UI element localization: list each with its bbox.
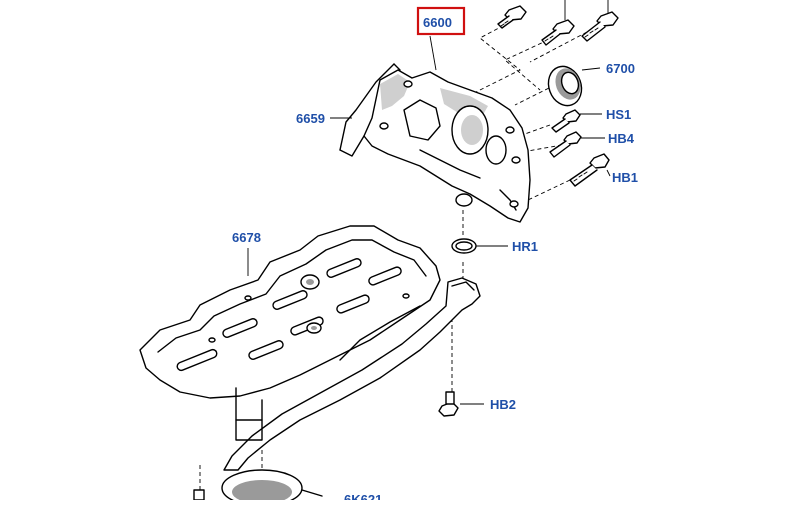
callout-6700[interactable]: 6700 (606, 61, 635, 76)
bolt-hb4 (549, 131, 605, 158)
selected-part-highlight (416, 6, 466, 36)
assembly-guide-lines (199, 21, 588, 494)
callout-hb4[interactable]: HB4 (608, 131, 635, 146)
bolt-hb2 (438, 391, 484, 417)
callout-hb1[interactable]: HB1 (612, 170, 638, 185)
callout-hs1[interactable]: HS1 (606, 107, 631, 122)
callout-6678[interactable]: 6678 (232, 230, 261, 245)
callout-hr1[interactable]: HR1 (512, 239, 538, 254)
bolt-top-right (581, 11, 619, 42)
oil-strainer (221, 469, 323, 505)
bolt-top-left (497, 5, 527, 29)
oil-pan-baffle (139, 225, 441, 399)
bolt-bottom-left (193, 489, 205, 501)
callout-6659[interactable]: 6659 (296, 111, 325, 126)
oil-pickup-tube (223, 277, 481, 471)
bolt-top-middle (541, 19, 575, 46)
bolt-hb1 (569, 153, 611, 187)
oil-pump-body (363, 35, 531, 223)
callout-hb2[interactable]: HB2 (490, 397, 516, 412)
o-ring (451, 238, 508, 254)
oil-pump-gasket (330, 63, 401, 157)
callout-6k621[interactable]: 6K621 (344, 492, 382, 505)
bolt-hs1 (551, 109, 602, 133)
oil-seal (547, 65, 601, 107)
callout-6600[interactable]: 6600 (423, 15, 452, 30)
